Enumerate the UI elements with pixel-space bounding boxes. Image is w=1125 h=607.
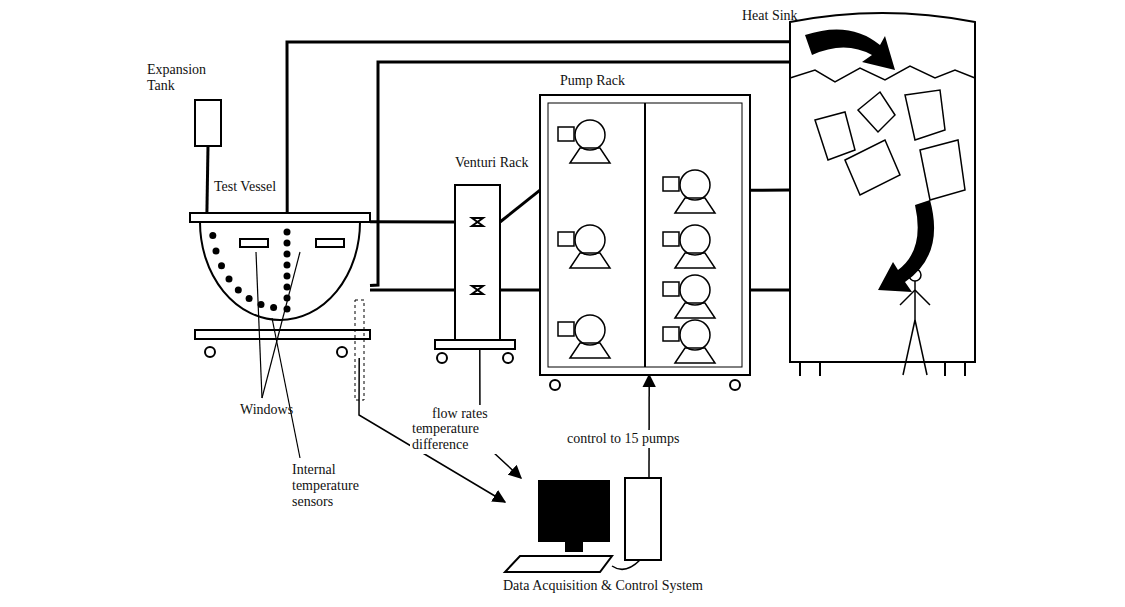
component-label: Venturi Rack [455, 155, 555, 171]
callout-label: Windows [240, 402, 320, 418]
temperature-sensors [209, 229, 290, 313]
callout-label: Internal temperature sensors [292, 462, 382, 510]
sensor-dot [284, 306, 291, 313]
leader-line [272, 318, 300, 458]
pipe [287, 42, 790, 213]
pipe [370, 62, 790, 286]
pipe [500, 288, 540, 291]
pump-rack-inner [548, 103, 742, 367]
component-node: Venturi Rack [455, 185, 500, 350]
window [240, 239, 268, 247]
rack-divider [644, 103, 646, 367]
pipe [370, 220, 455, 223]
sensor-dot [270, 304, 277, 311]
leader-line [256, 252, 262, 398]
component-label: Test Vessel [214, 179, 304, 195]
leader-line [262, 252, 300, 398]
leg [964, 362, 966, 376]
tank-body [195, 100, 221, 146]
leg [799, 362, 801, 376]
component-label: Pump Rack [560, 73, 670, 89]
component-label: Heat Sink [742, 8, 822, 24]
water-surface [790, 66, 975, 82]
component-label: Expansion Tank [147, 62, 237, 94]
vessel-bowl [200, 222, 360, 320]
sensor-dot [284, 229, 291, 236]
pipe [207, 146, 208, 213]
signal-label: temperature difference [410, 420, 499, 454]
signal-label: control to 15 pumps [565, 430, 681, 448]
sensor-dot [284, 284, 291, 291]
ice-blocks [815, 90, 965, 200]
wheel [205, 347, 215, 357]
vessel-lid [190, 213, 370, 222]
component-node: Data Acquisition & Control System [505, 478, 665, 574]
pipe [750, 189, 790, 192]
sensor-dot [284, 273, 291, 280]
wheel [437, 353, 447, 363]
signal-arrow [648, 375, 650, 478]
computer-tower [625, 478, 661, 560]
pump [558, 225, 610, 268]
sensor-dot [218, 262, 225, 269]
leg [944, 362, 946, 376]
flow-arrow [878, 200, 934, 292]
signal-arrow [359, 358, 505, 502]
pipe [750, 288, 790, 291]
component-node: Heat Sink [790, 10, 975, 376]
wheel [730, 380, 740, 390]
pump [663, 320, 715, 363]
pump [663, 225, 715, 268]
window [316, 239, 344, 247]
monitor-stand [565, 542, 583, 552]
pipe [370, 288, 455, 291]
pump [663, 170, 715, 213]
sensor-dot [284, 295, 291, 302]
pump-rack-frame [540, 95, 750, 375]
wheel [337, 347, 347, 357]
wheel [503, 353, 513, 363]
vessel-base [195, 330, 370, 339]
component-node: Expansion Tank [195, 100, 221, 146]
component-label: Data Acquisition & Control System [503, 578, 703, 594]
leg [819, 362, 821, 376]
venturi-base [435, 340, 515, 349]
sensor-dot [213, 248, 220, 255]
pump [558, 120, 610, 163]
wheel [550, 380, 560, 390]
venturi-frame [455, 185, 500, 340]
heat-sink-tank [790, 13, 975, 362]
sensor-dot [226, 275, 233, 282]
monitor [538, 480, 610, 542]
sensor-dot [246, 295, 253, 302]
pump [663, 275, 715, 318]
sensor-dot [284, 240, 291, 247]
venturi-symbol [472, 218, 483, 226]
component-node: Pump Rack [540, 95, 750, 375]
flow-arrow [805, 29, 895, 70]
pipe [500, 190, 540, 222]
sensor-dot [258, 301, 265, 308]
keyboard [505, 556, 612, 572]
sensor-dot [284, 262, 291, 269]
venturi-symbol [472, 286, 483, 294]
pumps [558, 120, 715, 363]
sensor-dot [235, 287, 242, 294]
component-node: Test Vessel [190, 213, 370, 358]
pump [558, 315, 610, 358]
sensor-dot [209, 232, 216, 239]
sensor-dot [284, 251, 291, 258]
mouse-cable [612, 560, 640, 569]
